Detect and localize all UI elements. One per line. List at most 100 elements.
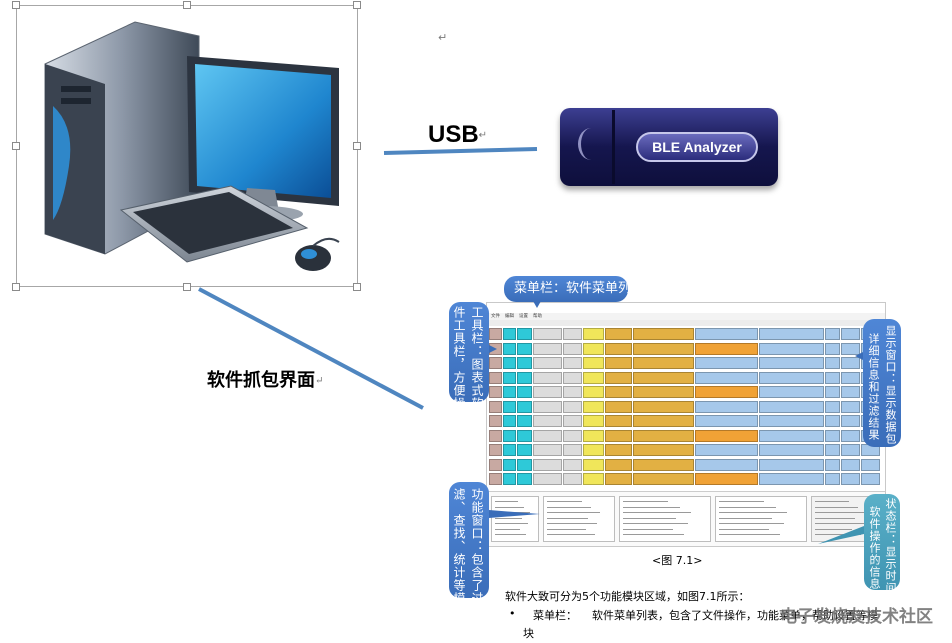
packet-cell	[563, 458, 582, 471]
list-text-line	[623, 534, 685, 535]
packet-cell	[503, 444, 516, 456]
resize-handle-bottom[interactable]	[183, 283, 191, 291]
packet-cell	[759, 342, 824, 355]
packet-cell	[503, 328, 516, 340]
callout-line: 滤、查找、统计等模块	[452, 488, 466, 618]
computer-image[interactable]	[12, 1, 361, 291]
body-paragraph: 软件大致可分为5个功能模块区域，如图7.1所示：	[505, 590, 750, 603]
list-text-line	[623, 523, 688, 524]
packet-cell	[563, 342, 582, 355]
resize-handle-bottom-right[interactable]	[353, 283, 361, 291]
packet-row	[489, 429, 881, 443]
packet-cell	[583, 400, 604, 413]
packet-cell	[563, 429, 582, 442]
packet-cell	[489, 473, 502, 485]
packet-cell	[605, 386, 632, 398]
packet-cell	[759, 473, 824, 485]
packet-cell	[503, 342, 516, 355]
packet-cell	[841, 386, 860, 398]
packet-cell	[533, 429, 562, 442]
packet-cell	[489, 458, 502, 471]
packet-cell	[695, 444, 758, 456]
packet-cell	[825, 444, 840, 456]
packet-cell	[633, 415, 694, 427]
packet-cell	[825, 458, 840, 471]
packet-cell	[695, 415, 758, 427]
bullet-description: 软件菜单列表，包含了文件操作，功能菜单，帮助设置等模	[592, 609, 878, 622]
packet-cell	[633, 444, 694, 456]
packet-cell	[503, 400, 516, 413]
packet-cell	[695, 371, 758, 384]
packet-cell	[503, 386, 516, 398]
usb-connector-line	[383, 147, 538, 155]
packet-cell	[633, 328, 694, 340]
packet-cell	[825, 371, 840, 384]
resize-handle-top-left[interactable]	[12, 1, 20, 9]
packet-cell	[605, 328, 632, 340]
packet-cell	[695, 357, 758, 369]
app-menubar: 文件 编辑 设置 帮助	[487, 313, 885, 320]
packet-cell	[583, 371, 604, 384]
packet-cell	[825, 473, 840, 485]
packet-cell	[825, 400, 840, 413]
packet-cell	[759, 415, 824, 427]
packet-cell	[633, 357, 694, 369]
packet-cell	[605, 444, 632, 456]
resize-handle-bottom-left[interactable]	[12, 283, 20, 291]
packet-cell	[605, 371, 632, 384]
packet-cell	[825, 386, 840, 398]
packet-cell	[489, 444, 502, 456]
packet-cell	[605, 429, 632, 442]
list-text-line	[719, 506, 776, 508]
list-text-line	[623, 512, 692, 513]
list-text-line	[495, 528, 521, 530]
packet-cell	[583, 328, 604, 340]
resize-handle-top[interactable]	[183, 1, 191, 9]
list-text-line	[495, 523, 529, 524]
packet-cell	[695, 342, 758, 355]
figure-caption: <图 7.1>	[652, 554, 703, 567]
list-text-line	[495, 517, 523, 519]
dongle-badge: BLE Analyzer	[636, 132, 758, 162]
list-text-line	[547, 512, 601, 513]
menu-item: 设置	[519, 314, 528, 319]
packet-cell	[759, 458, 824, 471]
list-text-line	[495, 501, 518, 502]
list-text-line	[547, 506, 592, 508]
packet-cell	[583, 357, 604, 369]
bullet-dot: •	[509, 607, 516, 620]
packet-cell	[517, 429, 532, 442]
packet-cell	[533, 444, 562, 456]
resize-handle-top-right[interactable]	[353, 1, 361, 9]
packet-cell	[605, 357, 632, 369]
callout-line: 显示窗口：显示数据包	[884, 325, 897, 445]
packet-cell	[517, 415, 532, 427]
packet-cell	[841, 415, 860, 427]
packet-cell	[633, 371, 694, 384]
list-text-line	[815, 501, 849, 502]
packet-row	[489, 327, 881, 341]
callout-line: 工具栏：图表式软	[470, 306, 484, 410]
list-text-line	[719, 501, 764, 502]
resize-handle-right[interactable]	[353, 142, 361, 150]
list-text-line	[623, 506, 680, 508]
packet-cell	[503, 429, 516, 442]
packet-cell	[825, 357, 840, 369]
detail-window-callout: 显示窗口：显示数据包 详细信息和过滤结果	[863, 319, 901, 447]
packet-cell	[583, 415, 604, 427]
list-text-line	[815, 512, 867, 513]
packet-cell	[533, 473, 562, 485]
packet-cell	[759, 386, 824, 398]
packet-cell	[517, 342, 532, 355]
list-text-line	[623, 501, 668, 502]
packet-cell	[759, 429, 824, 442]
callout-line: 件工具栏，方便操作	[452, 306, 466, 423]
resize-handle-left[interactable]	[12, 142, 20, 150]
packet-cell	[503, 458, 516, 471]
app-function-panel	[487, 491, 885, 546]
packet-cell	[825, 328, 840, 340]
packet-cell	[503, 473, 516, 485]
callout-line: 软件操作的信息	[868, 506, 881, 590]
